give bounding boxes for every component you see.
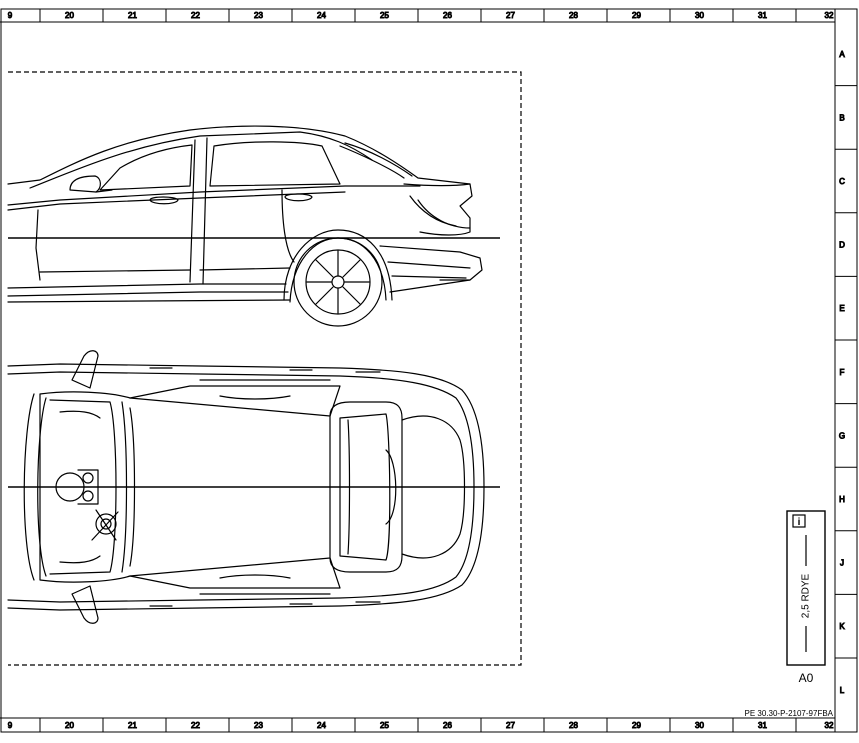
scale-box: [786, 510, 826, 666]
column-label: 32: [825, 721, 834, 730]
row-label: D: [839, 241, 845, 250]
column-label: 31: [758, 11, 767, 20]
row-label: H: [839, 495, 845, 504]
column-label: 29: [632, 721, 641, 730]
scale-label: 2,5 RDYE: [801, 573, 812, 618]
column-label: 22: [191, 721, 200, 730]
row-ruler-right: A B C D E F G H J K L: [835, 49, 857, 695]
column-label: 31: [758, 721, 767, 730]
column-label: 26: [443, 11, 452, 20]
sheet-format: A0: [799, 671, 814, 685]
column-label: 20: [65, 721, 74, 730]
column-label: 23: [254, 11, 263, 20]
column-label: 25: [380, 721, 389, 730]
row-label: C: [839, 177, 845, 186]
row-label: G: [839, 431, 845, 440]
column-label: 30: [695, 11, 704, 20]
drawing-number: PE 30.30-P-2107-97FBA: [745, 709, 834, 718]
drawing-frame: [0, 8, 858, 733]
info-icon-glyph: i: [798, 517, 801, 528]
row-label: K: [839, 622, 845, 631]
column-label: 28: [569, 721, 578, 730]
column-label: 24: [317, 11, 326, 20]
column-label: 27: [506, 11, 515, 20]
column-label: 9: [8, 11, 13, 20]
column-label: 22: [191, 11, 200, 20]
column-ruler-top: 9 20 21 22 23 24 25 26 27 28 29 30 31 32: [7, 9, 834, 22]
column-label: 23: [254, 721, 263, 730]
column-label: 29: [632, 11, 641, 20]
row-label: E: [839, 304, 844, 313]
column-label: 26: [443, 721, 452, 730]
row-label: J: [840, 559, 844, 568]
column-ruler-bottom: 9 20 21 22 23 24 25 26 27 28 29 30 31 32: [7, 718, 834, 732]
row-label: A: [839, 50, 845, 59]
column-label: 25: [380, 11, 389, 20]
column-label: 21: [128, 11, 137, 20]
info-icon: [792, 514, 806, 528]
column-label: 9: [8, 721, 13, 730]
row-label: F: [840, 368, 845, 377]
car-side-view: [7, 125, 483, 327]
row-label: L: [840, 686, 845, 695]
row-label: B: [839, 113, 844, 122]
column-label: 27: [506, 721, 515, 730]
column-label: 32: [825, 11, 834, 20]
column-label: 20: [65, 11, 74, 20]
title-block: i 2,5 RDYE A0 PE 30.30-P-2107-97FBA: [745, 510, 834, 718]
column-label: 21: [128, 721, 137, 730]
column-label: 28: [569, 11, 578, 20]
column-label: 24: [317, 721, 326, 730]
view-boundary-dashed: [8, 71, 522, 666]
column-label: 30: [695, 721, 704, 730]
